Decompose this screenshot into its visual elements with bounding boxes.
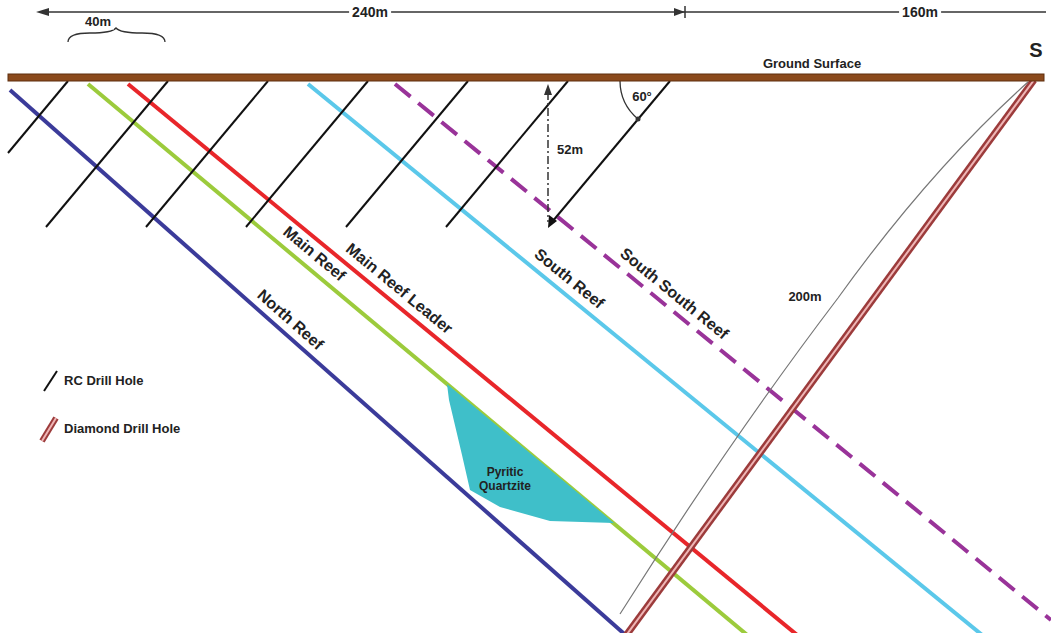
reef-label: South South Reef xyxy=(617,245,733,344)
depth-label: 52m xyxy=(557,143,583,158)
direction-label: S xyxy=(1029,39,1042,62)
rc-drill-hole xyxy=(8,81,68,153)
ground-surface xyxy=(8,74,1044,81)
dimension-arrow xyxy=(674,8,685,16)
diamond-drill-hole xyxy=(622,80,1034,633)
reef-label: South Reef xyxy=(530,245,607,313)
rc-drill-hole xyxy=(346,81,468,227)
rc-drill-holes xyxy=(8,81,670,227)
rc-drill-hole xyxy=(446,81,568,227)
rc-drill-hole xyxy=(552,81,670,222)
legend-text: RC Drill Hole xyxy=(64,374,143,389)
reef-label: Main Reef xyxy=(279,223,349,286)
drill-hole-arrowhead xyxy=(548,215,557,228)
dimension-label: 160m xyxy=(899,4,941,20)
main-reef-leader-line xyxy=(128,84,802,633)
depth-line xyxy=(547,92,549,222)
angle-dot xyxy=(636,117,641,122)
surface-label: Ground Surface xyxy=(763,57,861,72)
dimension-line xyxy=(40,11,1046,13)
rc-drill-hole xyxy=(46,81,168,227)
rc-drill-hole xyxy=(146,81,268,227)
main-reef-line xyxy=(88,84,752,633)
zone-outline xyxy=(440,380,625,530)
angle-label: 60° xyxy=(632,90,652,105)
north-reef-line xyxy=(10,90,630,633)
dimension-label: 240m xyxy=(349,4,391,20)
spacing-brace xyxy=(68,28,165,42)
rock-zone: Pyritic Quartzite xyxy=(440,380,625,530)
length-brace xyxy=(620,82,1028,614)
zone-shape xyxy=(447,384,614,523)
south-south-reef-line xyxy=(395,84,1051,620)
spacing-label: 40m xyxy=(82,15,114,30)
diamond-drill-hole-core xyxy=(622,80,1034,633)
south-reef-line xyxy=(308,84,987,633)
legend-diamond-sample-core xyxy=(42,418,56,441)
legend-diamond-sample xyxy=(42,418,56,441)
legend-text: Diamond Drill Hole xyxy=(64,422,180,437)
dimension-arrow xyxy=(36,8,49,16)
rc-drill-hole xyxy=(246,81,368,227)
legend-rc-sample xyxy=(44,371,57,391)
depth-arrow xyxy=(544,84,552,95)
length-label: 200m xyxy=(788,290,821,305)
zone-label: Pyritic Quartzite xyxy=(465,466,545,494)
reef-label: North Reef xyxy=(254,286,327,354)
reef-label: Main Reef Leader xyxy=(342,240,456,338)
